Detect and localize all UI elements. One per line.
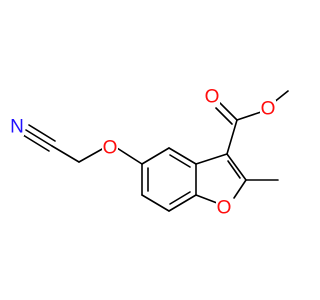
ether-ring-bond	[116, 147, 143, 165]
methylene-ether-bond	[78, 147, 105, 163]
molecule-structure-diagram: N O O O O	[8, 86, 289, 219]
ester-o-label: O	[261, 99, 276, 120]
furan-bond-o-c7a	[195, 194, 218, 204]
nitrile-n-label-bg	[8, 118, 24, 136]
ether-o-label-bg	[102, 139, 118, 157]
furan-o-label-bg	[216, 199, 232, 217]
carbonyl-o-label-bg	[204, 88, 220, 106]
ester-o-label-bg	[260, 100, 276, 118]
ether-o-label: O	[103, 138, 118, 159]
benzene-inner-double-1	[169, 154, 191, 168]
benzene-bond-c4-c3a	[168, 147, 197, 165]
nitrile-bond-1	[25, 129, 53, 147]
carbonyl-o-label: O	[205, 87, 220, 108]
ester-carbon-bond	[226, 119, 238, 155]
nitrile-bond-2	[28, 124, 56, 142]
benzene-bond-c7a-c7	[168, 194, 197, 212]
bond-layer	[22, 90, 289, 212]
benzene-bond-c5-c4	[141, 147, 170, 165]
furan-bond-c2-o	[233, 179, 247, 199]
benzene-bond-c7-c6	[141, 194, 170, 212]
atom-label-layer: N O O O O	[8, 87, 276, 219]
furan-bond-c3a-c3	[195, 153, 228, 165]
nitrile-n-label: N	[10, 117, 24, 138]
nitrile-methylene-bond	[51, 145, 80, 163]
carbonyl-bond-2	[215, 107, 233, 125]
benzene-inner-double-2	[169, 191, 191, 205]
ester-oxygen-bond	[236, 111, 262, 121]
furan-bond-c3-c2	[226, 153, 247, 181]
carbonyl-bond-1	[219, 102, 238, 121]
nitrile-bond-3	[22, 134, 50, 152]
furan-o-label: O	[217, 198, 232, 219]
furan-inner-double	[227, 160, 241, 179]
